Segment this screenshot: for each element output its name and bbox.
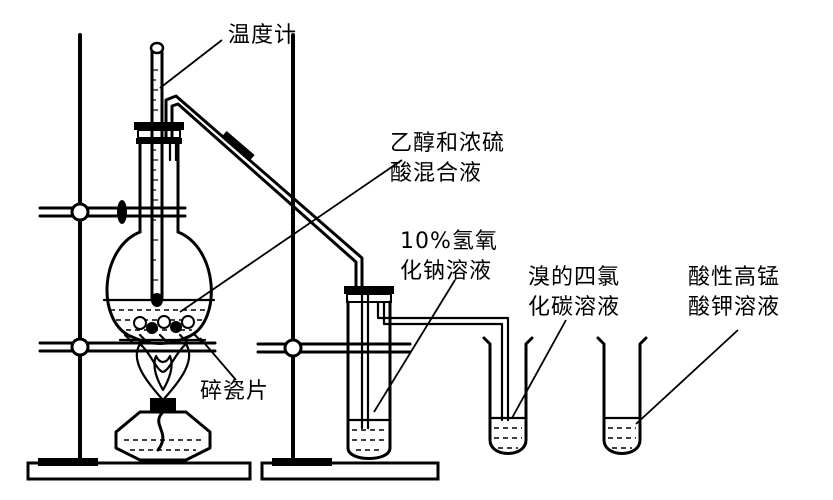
label-bromine-line1: 溴的四氯 xyxy=(528,265,621,290)
label-kmno4-line2: 酸钾溶液 xyxy=(688,295,781,320)
label-ethanol-acid-line1: 乙醇和浓硫 xyxy=(390,131,506,156)
label-thermometer: 温度计 xyxy=(228,23,298,48)
right-iron-stand xyxy=(256,33,440,481)
thermometer xyxy=(149,41,178,307)
round-bottom-flask xyxy=(102,122,216,345)
label-porcelain: 碎瓷片 xyxy=(200,379,270,404)
label-bromine-line2: 化碳溶液 xyxy=(528,295,621,320)
alcohol-burner xyxy=(114,342,212,462)
kmno4-test-tube xyxy=(596,336,648,455)
label-naoh-line1: 10%氢氧 xyxy=(400,229,498,254)
label-naoh-line2: 化钠溶液 xyxy=(400,259,493,284)
naoh-washing-tube xyxy=(344,286,510,460)
label-ethanol-acid-line2: 酸混合液 xyxy=(390,161,483,186)
delivery-tube xyxy=(164,94,364,292)
leader-lines xyxy=(159,39,739,425)
bromine-test-tube xyxy=(482,336,534,455)
label-kmno4-line1: 酸性高锰 xyxy=(688,265,781,290)
